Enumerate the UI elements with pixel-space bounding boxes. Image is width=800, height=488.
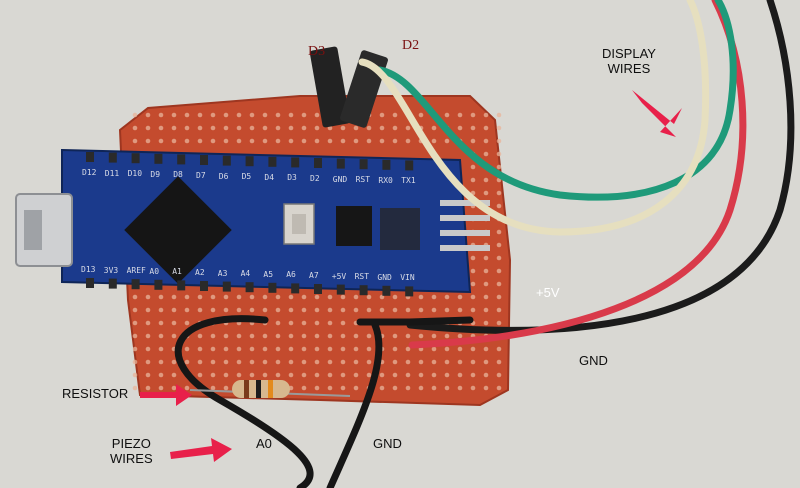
pin-label: D6	[218, 171, 229, 181]
pin-label: A3	[217, 268, 228, 278]
pin-label: D5	[241, 172, 252, 182]
pin-label: D11	[104, 168, 120, 178]
led-bank	[380, 208, 420, 250]
label-plus5v: +5V	[536, 285, 560, 300]
header-pin	[405, 160, 414, 171]
wire-red	[408, 0, 747, 349]
pin-label: D7	[196, 171, 206, 180]
pin-label: TX1	[401, 176, 416, 186]
header-pin	[200, 155, 208, 165]
pin-label: A4	[240, 269, 251, 279]
pin-label: A2	[195, 268, 205, 277]
pin-label: AREF	[126, 266, 146, 276]
pin-label: A7	[309, 271, 319, 280]
header-pin	[359, 285, 368, 296]
pin-label: RST	[354, 272, 370, 282]
pin-label: A0	[149, 266, 160, 276]
header-pin	[222, 281, 231, 292]
pin-label: 3V3	[103, 265, 119, 275]
pin-label: RX0	[378, 175, 393, 185]
pin-label: D2	[310, 174, 320, 183]
pin-label: A5	[263, 269, 274, 279]
label-gnd-bottom: GND	[373, 436, 402, 451]
label-display-wires: DISPLAY WIRES	[602, 46, 656, 76]
usb-opening	[24, 210, 42, 250]
header-pin	[200, 281, 208, 291]
icsp-header	[440, 200, 490, 251]
pin-label: RST	[355, 175, 371, 185]
label-resistor: RESISTOR	[62, 386, 129, 401]
pin-label: VIN	[400, 273, 415, 283]
header-pin	[291, 157, 300, 168]
arrow-icon	[140, 90, 682, 462]
header-pin	[382, 285, 391, 296]
header-pin	[405, 286, 414, 297]
pin-label: D9	[150, 169, 161, 179]
header-pins-bottom	[86, 278, 414, 297]
label-piezo-wires: PIEZO WIRES	[110, 436, 153, 466]
label-piezo-line1: PIEZO	[111, 436, 151, 451]
header-pin	[177, 154, 186, 165]
pin-label: GND	[377, 272, 392, 282]
pin-label: D4	[264, 172, 275, 182]
header-pin	[359, 159, 368, 170]
header-pin	[108, 278, 117, 289]
pin-label: A6	[286, 270, 296, 280]
pin-label: D8	[173, 170, 183, 180]
arrow-icon-piezo	[170, 438, 232, 462]
header-pins-top	[86, 152, 414, 171]
header-pin	[154, 279, 163, 290]
header-pin	[314, 158, 322, 168]
pin-label: D13	[81, 265, 96, 274]
header-pin	[177, 280, 186, 291]
header-pin	[268, 156, 277, 167]
header-pin	[245, 156, 254, 167]
label-display-line1: DISPLAY	[602, 46, 656, 61]
arrow-icon-resistor	[140, 384, 192, 406]
header-pin	[154, 153, 163, 164]
wire-cream	[358, 0, 710, 236]
header-pin	[268, 282, 277, 293]
header-pin	[131, 153, 140, 164]
label-display-line2: WIRES	[607, 61, 651, 76]
header-pin	[336, 284, 345, 295]
resistor	[189, 380, 351, 398]
arduino-nano	[15, 148, 490, 297]
regulator-chip	[336, 206, 372, 246]
label-d2: D2	[402, 38, 420, 53]
header-pin	[108, 152, 117, 163]
wire-green	[376, 0, 737, 201]
arrow-icon-display	[632, 90, 682, 137]
header-pin	[86, 278, 94, 288]
label-gnd-right: GND	[579, 353, 608, 368]
header-pin	[245, 282, 254, 293]
wire-black-gnd-short	[356, 316, 474, 326]
header-pin	[222, 155, 231, 166]
label-a0: A0	[256, 436, 272, 451]
wire-black-piezo-2	[326, 321, 383, 488]
mcu-chip	[124, 176, 232, 284]
header-pin	[131, 279, 140, 290]
label-d3: D3	[308, 44, 326, 59]
header-pin	[314, 284, 322, 294]
pin-label: A1	[172, 267, 182, 277]
reset-button-cap	[292, 214, 306, 234]
header-pin	[86, 152, 94, 162]
header-pin	[291, 283, 300, 294]
header-pin	[336, 158, 345, 169]
label-piezo-line2: WIRES	[110, 451, 153, 466]
wire-black-piezo-1	[174, 315, 314, 488]
pin-label: D3	[287, 173, 297, 183]
header-pin	[382, 159, 391, 170]
wires	[174, 0, 795, 488]
pin-label: D10	[127, 169, 143, 179]
pin-label: GND	[332, 174, 348, 184]
pin-label: +5V	[331, 271, 347, 281]
pin-label: D12	[82, 168, 97, 177]
